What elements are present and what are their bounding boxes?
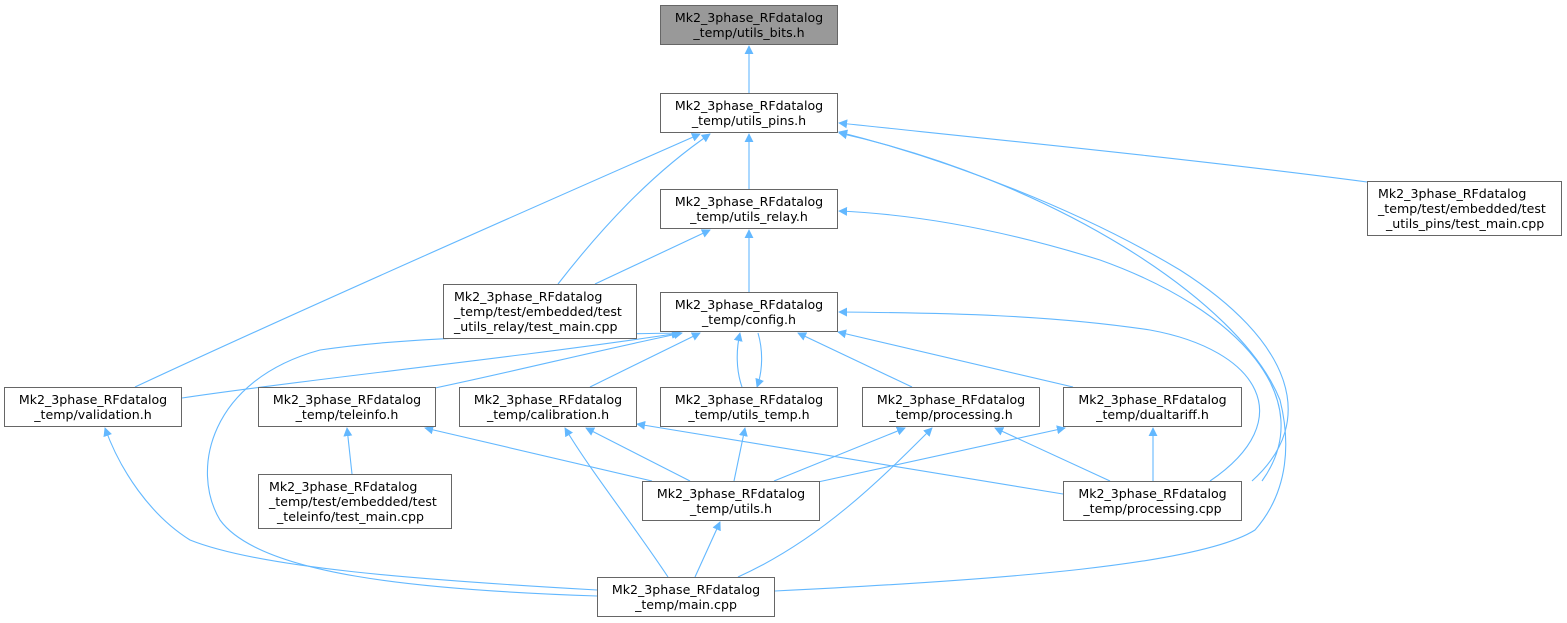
node-label-line: _temp/processing.h [889,407,1013,422]
node-label-line: _utils_pins/test_main.cpp [1386,216,1545,231]
node-utils-h[interactable]: Mk2_3phase_RFdatalog _temp/utils.h [642,481,820,521]
node-label-line: Mk2_3phase_RFdatalog [272,392,422,407]
node-main-cpp[interactable]: Mk2_3phase_RFdatalog _temp/main.cpp [597,577,775,617]
node-label-line: Mk2_3phase_RFdatalog [674,297,824,312]
node-label-line: Mk2_3phase_RFdatalog [1378,186,1527,201]
edge-config-h-to-utils-temp-h [755,332,764,388]
node-label-line: _temp/main.cpp [635,597,737,612]
edge-main-cpp-to-processing-h [737,427,933,578]
edge-test-utils-relay-to-utils-pins-h [557,133,711,285]
node-label-line: _temp/dualtariff.h [1096,407,1209,422]
node-label-line: Mk2_3phase_RFdatalog [674,98,824,113]
node-label-line: _temp/utils_temp.h [688,407,810,422]
node-label-line: _temp/teleinfo.h [295,407,399,422]
node-label-line: _temp/config.h [701,312,796,327]
edge-main-cpp-to-calibration-h [564,427,669,578]
node-validation-h[interactable]: Mk2_3phase_RFdatalog _temp/validation.h [4,387,182,427]
node-label-line: Mk2_3phase_RFdatalog [269,479,418,494]
node-label-line: Mk2_3phase_RFdatalog [674,10,824,25]
node-utils-pins-h[interactable]: Mk2_3phase_RFdatalog _temp/utils_pins.h [660,93,838,133]
edge-main-cpp-to-utils-h [694,521,721,578]
node-label-line: _temp/utils_pins.h [691,113,807,128]
node-label-line: _temp/calibration.h [486,407,610,422]
edge-teleinfo-h-to-config-h [434,330,683,389]
edge-test-teleinfo-to-teleinfo-h [343,427,353,475]
node-calibration-h[interactable]: Mk2_3phase_RFdatalog _temp/calibration.h [459,387,637,427]
edge-main-cpp-to-validation-h [103,427,598,591]
node-label-line: _utils_relay/test_main.cpp [454,319,618,334]
node-label-line: _temp/test/embedded/test [269,494,437,509]
edge-validation-h-to-config-h [181,329,681,399]
edge-utils-h-to-processing-h [773,426,906,482]
node-test-teleinfo-main[interactable]: Mk2_3phase_RFdatalog _temp/test/embedded… [258,474,452,529]
node-label-line: _temp/test/embedded/test [1378,201,1546,216]
node-label-line: _temp/processing.cpp [1083,501,1222,516]
edge-calibration-h-to-config-h [589,332,701,388]
edge-main-cpp-to-config-h [206,328,681,597]
node-label-line: _temp/utils.h [690,501,772,516]
node-label-line: Mk2_3phase_RFdatalog [611,582,761,597]
edge-utils-h-to-utils-temp-h [733,427,748,482]
node-processing-cpp[interactable]: Mk2_3phase_RFdatalog _temp/processing.cp… [1063,481,1242,521]
edge-processing-cpp-to-config-h [838,307,1261,482]
node-dualtariff-h[interactable]: Mk2_3phase_RFdatalog _temp/dualtariff.h [1063,387,1242,427]
node-label-line: Mk2_3phase_RFdatalog [473,392,623,407]
node-label-line: _teleinfo/test_main.cpp [277,509,424,524]
edge-main-cpp-to-utils-pins-h [774,130,1287,592]
edge-utils-h-to-teleinfo-h [424,425,653,482]
node-label-line: _temp/utils_relay.h [690,209,808,224]
node-label-line: Mk2_3phase_RFdatalog [674,392,824,407]
node-utils-relay-h[interactable]: Mk2_3phase_RFdatalog _temp/utils_relay.h [660,189,838,229]
node-label-line: Mk2_3phase_RFdatalog [656,486,806,501]
edge-test-utils-relay-to-utils-relay-h [594,229,711,285]
node-label-line: Mk2_3phase_RFdatalog [674,194,824,209]
edge-utils-h-to-calibration-h [585,427,691,482]
edge-utils-temp-h-to-config-h [733,332,743,388]
node-processing-h[interactable]: Mk2_3phase_RFdatalog _temp/processing.h [862,387,1040,427]
node-utils-bits-h: Mk2_3phase_RFdatalog _temp/utils_bits.h [660,5,838,45]
edge-processing-cpp-to-utils-relay-h [838,206,1282,482]
node-label-line: _temp/validation.h [34,407,152,422]
edge-processing-cpp-to-processing-h [994,427,1111,482]
edge-utils-h-to-dualtariff-h [817,425,1066,483]
node-label-line: Mk2_3phase_RFdatalog [1078,392,1227,407]
edge-dualtariff-h-to-config-h [837,329,1074,388]
edge-processing-cpp-to-calibration-h [636,420,1064,495]
node-teleinfo-h[interactable]: Mk2_3phase_RFdatalog _temp/teleinfo.h [258,387,436,427]
node-label-line: Mk2_3phase_RFdatalog [1078,486,1227,501]
node-label-line: Mk2_3phase_RFdatalog [876,392,1026,407]
node-label-line: Mk2_3phase_RFdatalog [454,289,603,304]
edge-validation-h-to-utils-pins-h [134,133,701,388]
node-test-utils-relay-main[interactable]: Mk2_3phase_RFdatalog _temp/test/embedded… [443,284,637,339]
node-label-line: _temp/test/embedded/test [454,304,622,319]
node-test-utils-pins-main[interactable]: Mk2_3phase_RFdatalog _temp/test/embedded… [1367,181,1562,236]
edge-test-utils-pins-to-utils-pins-h [838,119,1368,183]
node-utils-temp-h[interactable]: Mk2_3phase_RFdatalog _temp/utils_temp.h [660,387,838,427]
edge-processing-h-to-config-h [797,332,913,388]
node-config-h[interactable]: Mk2_3phase_RFdatalog _temp/config.h [660,292,838,332]
node-label-line: Mk2_3phase_RFdatalog [18,392,168,407]
node-label-line: _temp/utils_bits.h [693,25,805,40]
